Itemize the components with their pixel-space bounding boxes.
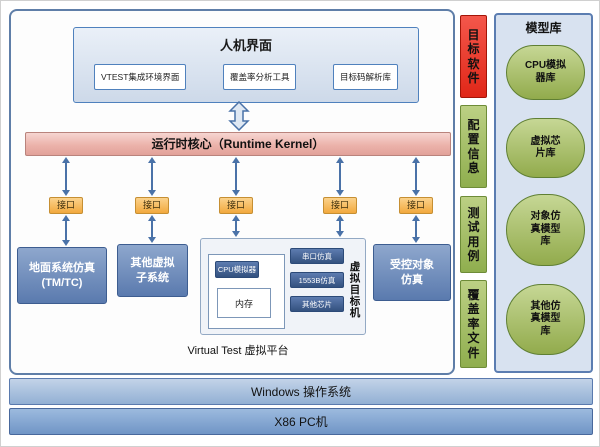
connector-arrow bbox=[61, 215, 71, 246]
ribbon-coverage-file: 覆盖率文件 bbox=[460, 280, 487, 368]
memory-box: 内存 bbox=[217, 288, 271, 318]
x86-pc-bar: X86 PC机 bbox=[9, 408, 593, 435]
cpu-simulator-chip: CPU模拟器 bbox=[215, 261, 259, 278]
hmi-item-vtest-env: VTEST集成环境界面 bbox=[94, 64, 187, 90]
ribbon-test-case: 测试用例 bbox=[460, 196, 487, 273]
1553b-sim-chip: 1553B仿真 bbox=[290, 272, 344, 288]
module-controlled-object-sim: 受控对象 仿真 bbox=[373, 244, 451, 301]
model-lib-virtual-chip: 虚拟芯 片库 bbox=[506, 118, 585, 178]
model-lib-object-sim-model: 对象仿 真模型 库 bbox=[506, 194, 585, 266]
ribbon-config-info: 配置信息 bbox=[460, 105, 487, 188]
connector-arrow bbox=[411, 215, 421, 243]
serial-port-sim-chip: 串口仿真 bbox=[290, 248, 344, 264]
module-other-virtual-subsystem: 其他虚拟 子系统 bbox=[117, 244, 188, 297]
connector-arrow bbox=[411, 157, 421, 196]
interface-box-4: 接口 bbox=[323, 197, 357, 214]
hmi-title: 人机界面 bbox=[219, 38, 272, 53]
hmi-box: 人机界面 VTEST集成环境界面 覆盖率分析工具 目标码解析库 bbox=[73, 27, 419, 103]
other-chips-chip: 其他芯片 bbox=[290, 296, 344, 312]
virtual-target-machine-box: CPU模拟器 内存 串口仿真 1553B仿真 其他芯片 虚拟目标机 bbox=[200, 238, 366, 335]
connector-arrow bbox=[231, 215, 241, 237]
ribbon-coverage-file-label: 覆盖率文件 bbox=[467, 288, 480, 360]
virtual-platform-caption: Virtual Test 虚拟平台 bbox=[187, 345, 289, 357]
ribbon-test-case-label: 测试用例 bbox=[467, 205, 480, 263]
virtual-target-machine-label: 虚拟目标机 bbox=[348, 261, 361, 319]
hmi-item-target-code-lib: 目标码解析库 bbox=[332, 64, 398, 90]
hmi-items-row: VTEST集成环境界面 覆盖率分析工具 目标码解析库 bbox=[74, 64, 418, 90]
interface-box-1: 接口 bbox=[49, 197, 83, 214]
windows-os-bar: Windows 操作系统 bbox=[9, 378, 593, 405]
ribbon-target-software: 目标软件 bbox=[460, 15, 487, 98]
cpu-memory-box: CPU模拟器 内存 bbox=[208, 254, 285, 329]
module-ground-system-sim: 地面系统仿真 (TM/TC) bbox=[17, 247, 107, 304]
connector-arrow bbox=[147, 157, 157, 196]
runtime-kernel-bar: 运行时核心（Runtime Kernel） bbox=[25, 132, 451, 156]
interface-box-2: 接口 bbox=[135, 197, 169, 214]
model-library-panel: 模型库 CPU模拟 器库 虚拟芯 片库 对象仿 真模型 库 其他仿 真模型 库 bbox=[494, 13, 593, 373]
model-lib-cpu-simulator: CPU模拟 器库 bbox=[506, 45, 585, 100]
connector-arrow bbox=[147, 215, 157, 243]
double-arrow-icon bbox=[228, 101, 250, 131]
ribbon-target-software-label: 目标软件 bbox=[467, 27, 480, 85]
connector-arrow bbox=[61, 157, 71, 196]
model-lib-other-sim-model: 其他仿 真模型 库 bbox=[506, 284, 585, 355]
hmi-item-coverage-tool: 覆盖率分析工具 bbox=[222, 64, 297, 90]
interface-box-3: 接口 bbox=[219, 197, 253, 214]
connector-arrow bbox=[335, 157, 345, 196]
connector-arrow bbox=[231, 157, 241, 196]
model-library-title: 模型库 bbox=[525, 21, 562, 35]
interface-box-5: 接口 bbox=[399, 197, 433, 214]
ribbon-config-info-label: 配置信息 bbox=[467, 117, 480, 175]
connector-arrow bbox=[335, 215, 345, 237]
